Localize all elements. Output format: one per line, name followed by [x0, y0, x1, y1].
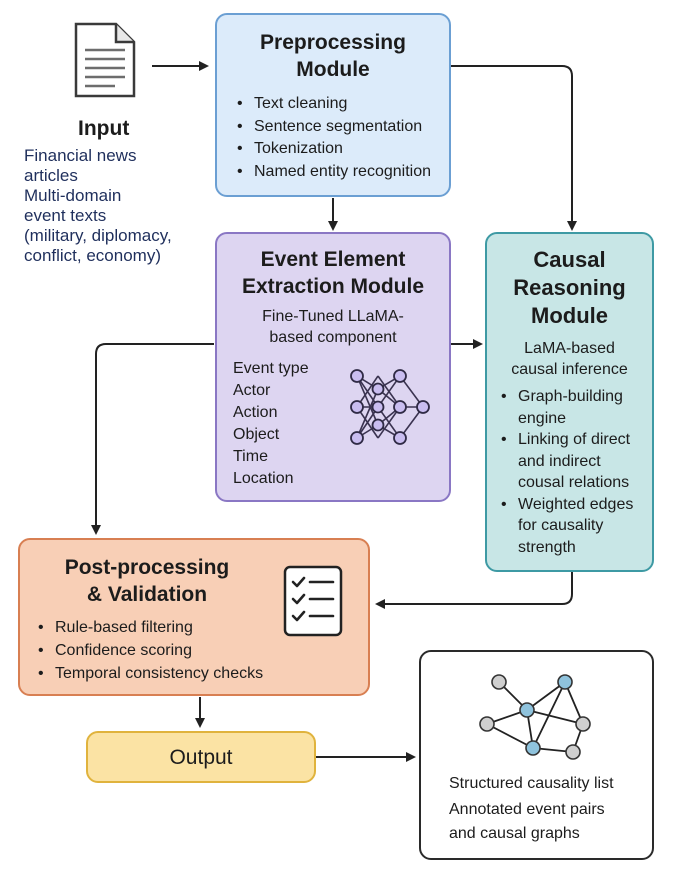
- input-line: (military, diplomacy,: [24, 226, 172, 245]
- preprocessing-step: Text cleaning: [237, 93, 431, 116]
- event-element: Location: [233, 470, 294, 487]
- causal-title: Causal Reasoning Module: [513, 247, 626, 328]
- results-line: Structured causality list: [449, 775, 614, 792]
- causal-feature: Linking of direct and indirect cousal re…: [501, 429, 653, 494]
- input-sources: Financial news articles Multi-domain eve…: [24, 146, 172, 266]
- extraction-subtitle: Fine-Tuned LLaMA- based component: [262, 308, 404, 346]
- postprocessing-checks: Rule-based filtering Confidence scoring …: [38, 616, 263, 685]
- arrow-preprocessing-to-causal: [451, 65, 577, 231]
- event-element: Time: [233, 448, 268, 465]
- postprocessing-module: Post-processing & Validation Rule-based …: [18, 538, 370, 696]
- arrow-extraction-to-postprocessing: [91, 343, 214, 535]
- preprocessing-steps: Text cleaning Sentence segmentation Toke…: [237, 93, 431, 183]
- validation-step: Temporal consistency checks: [38, 662, 263, 685]
- neural-network-icon: [350, 369, 430, 445]
- output-label: Output: [169, 746, 233, 769]
- arrow-causal-to-postprocessing: [375, 572, 573, 609]
- output-box: Output: [86, 731, 316, 783]
- input-line: event texts: [24, 206, 107, 225]
- input-line: articles: [24, 166, 78, 185]
- validation-step: Confidence scoring: [38, 639, 263, 662]
- document-icon: [74, 22, 136, 98]
- preprocessing-step: Tokenization: [237, 138, 431, 161]
- validation-step: Rule-based filtering: [38, 616, 263, 639]
- event-element: Event type: [233, 360, 309, 377]
- extraction-module: Event Element Extraction Module Fine-Tun…: [215, 232, 451, 502]
- results-box: Structured causality list Annotated even…: [419, 650, 654, 860]
- causal-feature: Graph-building engine: [501, 386, 653, 429]
- results-line: and causal graphs: [449, 825, 580, 842]
- extraction-title: Event Element Extraction Module: [241, 248, 425, 298]
- input-line: Financial news: [24, 146, 137, 165]
- input-line: conflict, economy): [24, 246, 161, 265]
- postprocessing-title: Post-processing & Validation: [64, 556, 230, 606]
- preprocessing-title: Preprocessing Module: [260, 31, 406, 81]
- extraction-elements: Event type Actor Action Object Time Loca…: [233, 358, 309, 490]
- input-line: Multi-domain: [24, 186, 122, 205]
- causal-feature: Weighted edges for causality strength: [501, 494, 653, 559]
- results-description: Structured causality list Annotated even…: [449, 772, 614, 846]
- preprocessing-step: Sentence segmentation: [237, 116, 431, 139]
- causal-reasoning-module: Causal Reasoning Module LaMA-based causa…: [485, 232, 654, 572]
- causal-graph-icon: [479, 674, 591, 760]
- causal-features: Graph-building engine Linking of direct …: [501, 386, 653, 558]
- causal-subtitle: LaMA-based causal inference: [511, 340, 628, 378]
- input-title: Input: [78, 117, 130, 140]
- event-element: Object: [233, 426, 280, 443]
- results-line: Annotated event pairs: [449, 801, 605, 818]
- event-element: Action: [233, 404, 278, 421]
- preprocessing-step: Named entity recognition: [237, 161, 431, 184]
- preprocessing-module: Preprocessing Module Text cleaning Sente…: [215, 13, 451, 197]
- event-element: Actor: [233, 382, 271, 399]
- checklist-icon: [283, 565, 343, 637]
